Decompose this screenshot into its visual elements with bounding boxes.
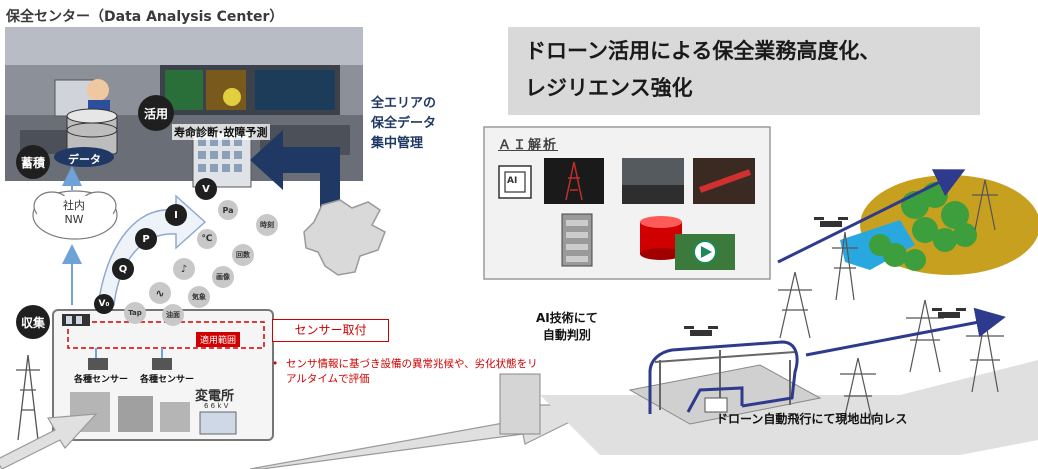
collect-badge: 収集 [16, 305, 50, 339]
sensor-note-text: センサ情報に基づき設備の異常兆候や、劣化状態をリアルタイムで評価 [286, 358, 538, 385]
bottom-left-arrow [0, 413, 98, 469]
sensor-install-button[interactable]: センサー取付 [272, 319, 389, 342]
left-tower-icon [16, 354, 40, 441]
bottom-middle-arrow [249, 404, 605, 469]
use-badge: 活用 [138, 95, 174, 131]
sensor-note: • センサ情報に基づき設備の異常兆候や、劣化状態をリアルタイムで評価 [272, 357, 538, 387]
central-line-2: 保全データ [371, 116, 437, 131]
center-title: 保全センター（Data Analysis Center） [6, 9, 284, 25]
ai-judge-label: AI技術にて 自動判別 [536, 310, 598, 344]
scope-label: 適用範囲 [196, 332, 241, 347]
ai-judge-line-1: AI技術にて [536, 311, 598, 325]
sensor-label-1: 各種センサー [74, 375, 129, 385]
store-badge: 蓄積 [16, 145, 50, 179]
central-line-3: 集中管理 [371, 136, 424, 151]
ai-chip-icon: AI [507, 176, 518, 186]
use-label: 寿命診断･故障予測 [172, 124, 270, 140]
headline-line-2: レジリエンス強化 [525, 76, 693, 100]
substation-name: 変電所 [195, 389, 235, 404]
headline-line-1: ドローン活用による保全業務高度化、 [525, 39, 881, 63]
substation-structure [628, 350, 822, 425]
drone-icons [684, 217, 966, 336]
drone-flight-label: ドローン自動飛行にて現地出向レス [716, 412, 908, 426]
central-line-1: 全エリアの [371, 96, 437, 111]
substation-voltage: 6 6 k V [204, 402, 229, 410]
headline-box [508, 27, 980, 115]
data-label: データ [68, 153, 101, 166]
ai-analysis-panel [483, 126, 771, 280]
building-icon [192, 131, 252, 188]
database-icon [54, 108, 118, 167]
collect-to-center-arrow [250, 130, 340, 212]
ai-analysis-title: ＡＩ解析 [498, 138, 559, 153]
region-map [303, 199, 386, 276]
drone-route [648, 340, 799, 414]
transmission-towers [778, 179, 1004, 421]
network-line-2: NW [64, 213, 84, 226]
equipment-building [499, 373, 541, 435]
central-management-label: 全エリアの 保全データ 集中管理 [371, 94, 436, 154]
headline: ドローン活用による保全業務高度化、 レジリエンス強化 [525, 33, 880, 107]
flight-arrow-lower [805, 307, 1006, 357]
flight-arrow-upper [777, 169, 966, 264]
network-label: 社内 NW [52, 199, 96, 227]
network-line-1: 社内 [63, 199, 85, 212]
ai-judge-line-2: 自動判別 [542, 328, 591, 342]
sensor-label-2: 各種センサー [140, 375, 195, 385]
sensor-note-bullet: • [272, 358, 279, 370]
network-cloud [32, 190, 118, 240]
